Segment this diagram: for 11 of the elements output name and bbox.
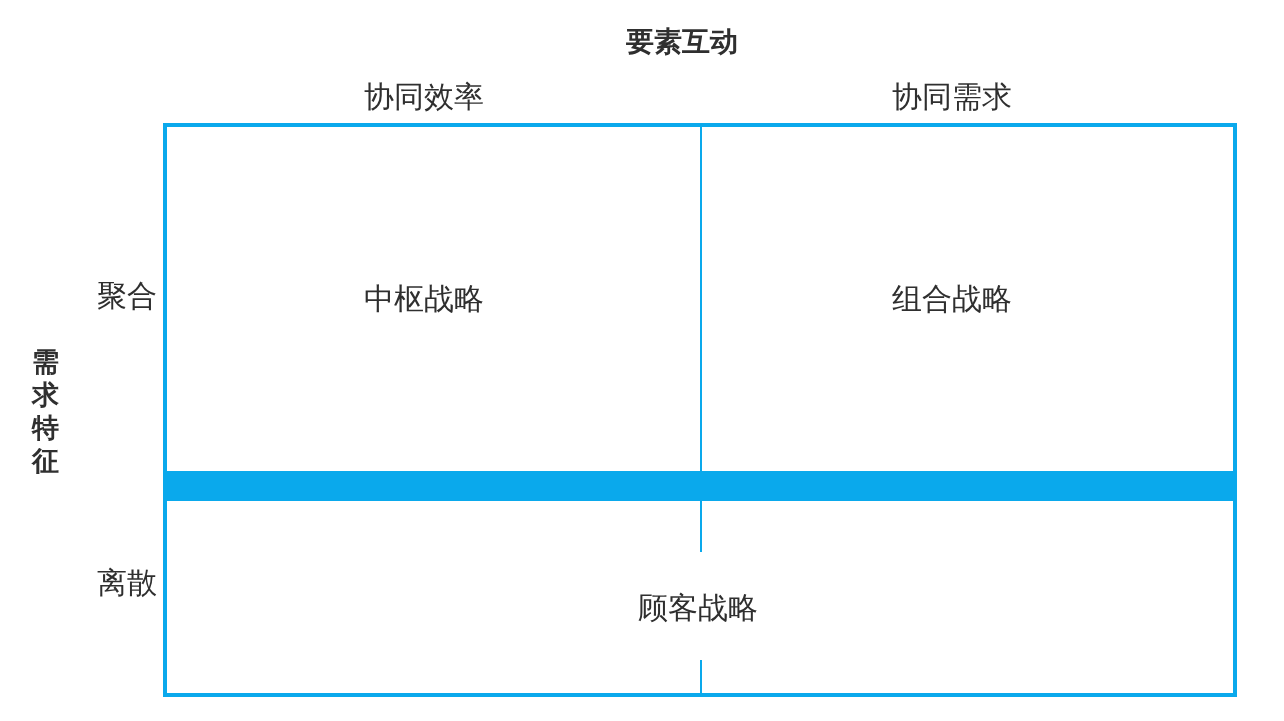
row-header: 聚合 xyxy=(97,278,157,312)
quadrant-box xyxy=(163,123,701,501)
axis-title: 需求特征 xyxy=(30,345,60,477)
quadrant-box xyxy=(701,123,1237,501)
axis-title: 要素互动 xyxy=(626,26,738,58)
quadrant-box xyxy=(163,501,1237,697)
row-header: 离散 xyxy=(97,565,157,599)
strategy-label: 顾客战略 xyxy=(638,590,758,624)
strategy-label: 组合战略 xyxy=(892,281,1012,315)
column-header: 协同需求 xyxy=(892,79,1012,113)
strategy-label: 中枢战略 xyxy=(364,281,484,315)
